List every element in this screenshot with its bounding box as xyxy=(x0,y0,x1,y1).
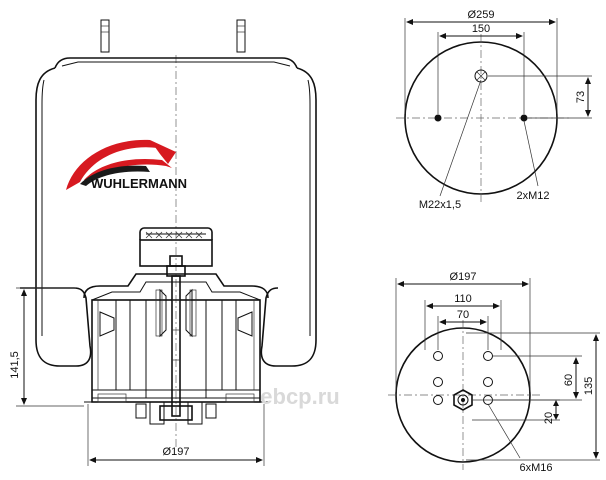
piston xyxy=(84,299,268,425)
center-nut xyxy=(453,389,473,411)
top-diameter-label: Ø259 xyxy=(468,9,495,21)
mounting-studs xyxy=(100,19,246,53)
watermark: ebcp.ru xyxy=(260,384,339,409)
center-thread-hole xyxy=(474,69,488,83)
bottom-diameter-label: Ø197 xyxy=(450,271,477,283)
logo-swoosh-icon xyxy=(66,139,162,190)
stud-hole-left xyxy=(434,114,442,122)
width-70-label: 70 xyxy=(457,309,469,321)
top-view: Ø259 150 73 M22x1,5 2xM12 xyxy=(396,9,592,211)
top-bead-plate xyxy=(54,57,298,69)
brand-logo: WUHLERMANN xyxy=(66,139,187,191)
stud-hole-right xyxy=(520,114,528,122)
bellows-outline xyxy=(20,67,92,367)
center-bolt xyxy=(155,255,197,421)
brand-name: WUHLERMANN xyxy=(91,176,187,191)
base-diameter-dimension: Ø197 xyxy=(87,404,265,466)
height-dimension: 141,5 xyxy=(9,287,84,407)
bolt-spacing-label: 150 xyxy=(472,23,490,35)
center-thread-label: M22x1,5 xyxy=(419,199,461,211)
holes-label: 6xM16 xyxy=(519,462,552,474)
width-110-label: 110 xyxy=(454,293,472,305)
bottom-view: Ø197 110 70 60 135 20 xyxy=(388,271,600,474)
height-135-label: 135 xyxy=(583,377,595,395)
height-60-label: 60 xyxy=(563,374,575,386)
stud-label: 2xM12 xyxy=(516,190,549,202)
height-label: 141,5 xyxy=(9,351,21,379)
offset-label: 73 xyxy=(575,91,587,103)
offset-20-label: 20 xyxy=(543,412,555,424)
side-view: 141,5 Ø197 WUHLERMANN xyxy=(9,19,317,466)
base-diameter-label: Ø197 xyxy=(163,446,190,458)
